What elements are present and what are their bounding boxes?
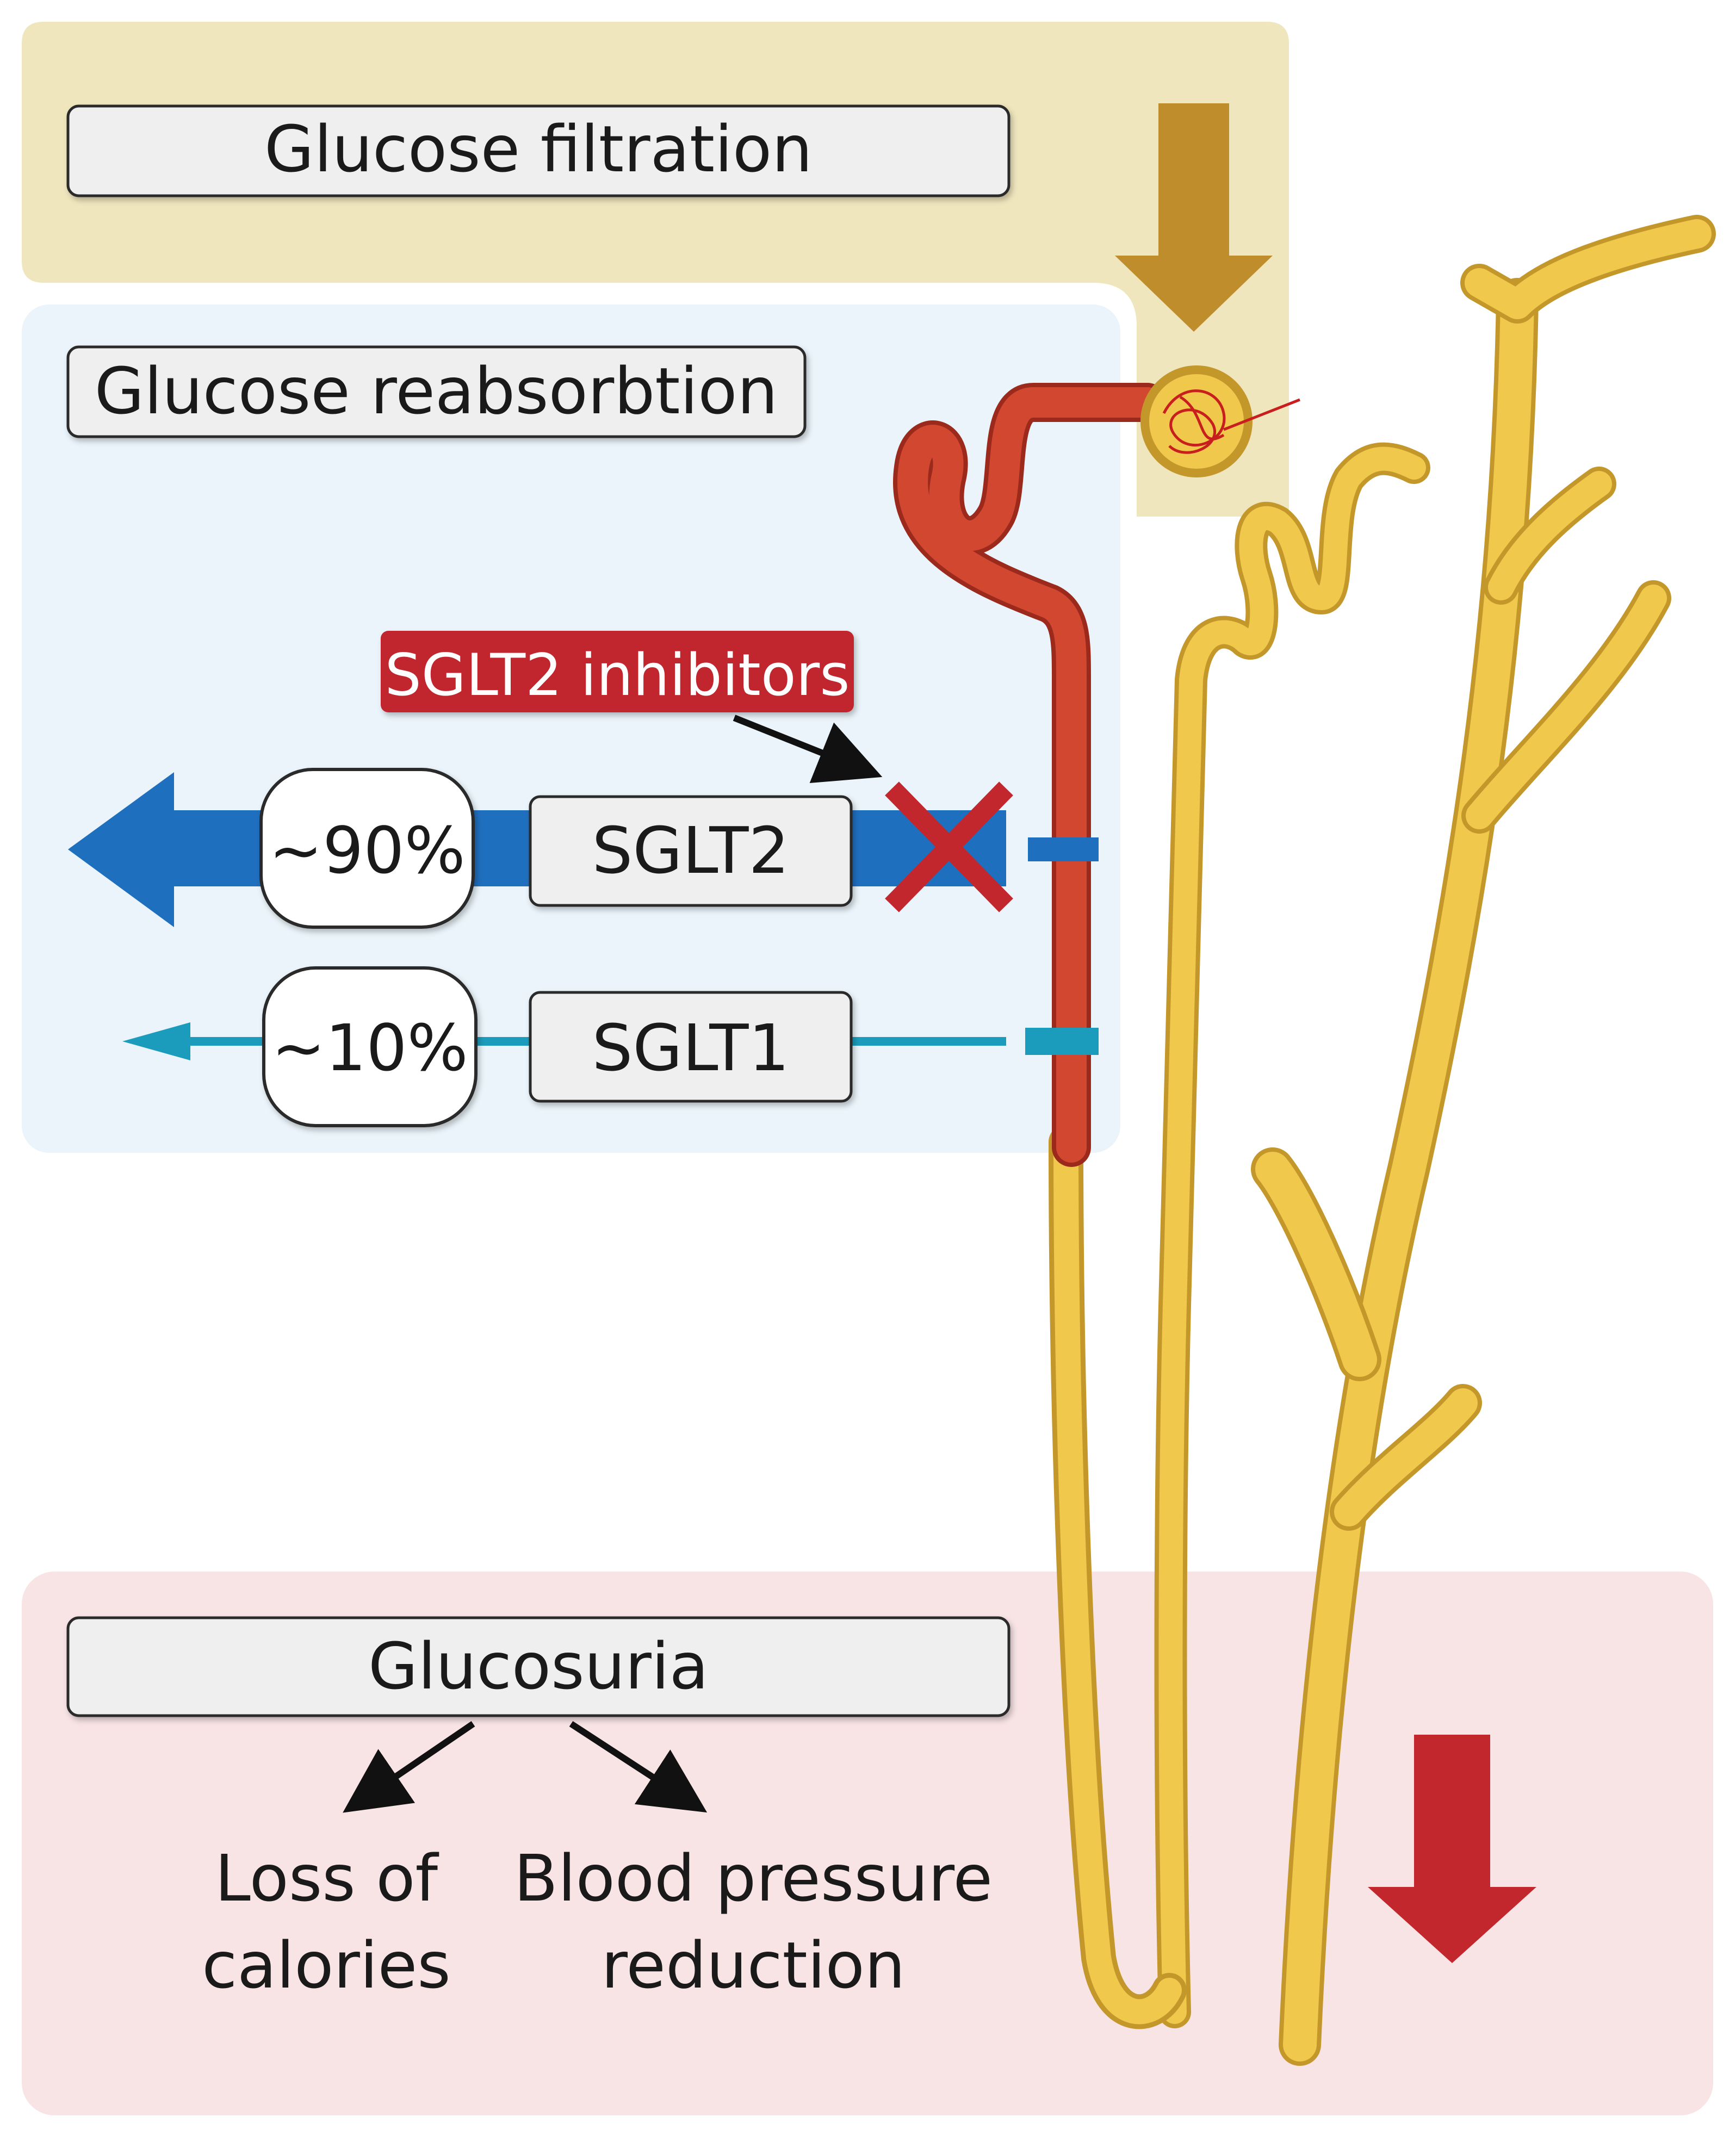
calories-effect-line2: calories <box>202 1928 451 2003</box>
glucose-reabsorption-label: Glucose reabsorbtion <box>95 353 778 429</box>
glucosuria-box <box>66 1616 1010 1717</box>
sglt1-label: SGLT1 <box>592 1010 790 1085</box>
glucosuria-label: Glucosuria <box>368 1629 709 1704</box>
collecting-duct <box>1251 215 1716 2066</box>
reabsorption-panel <box>22 305 1120 1153</box>
sglt2-inhibitors-badge <box>381 631 854 712</box>
glucose-filtration-box <box>66 104 1010 197</box>
sglt2-box <box>529 795 853 907</box>
proximal-tubule <box>893 383 1167 1167</box>
sglt2-membrane-marker <box>1028 837 1099 861</box>
sglt2-arrowhead <box>68 772 174 927</box>
blood-pressure-arrow <box>569 1721 708 1813</box>
calories-arrow <box>343 1721 475 1813</box>
calories-effect-line1: Loss of <box>215 1841 439 1916</box>
sglt2-percent: ~90% <box>269 813 465 888</box>
inhibition-x-icon <box>885 781 1013 912</box>
glucose-reabsorption-box <box>66 345 807 438</box>
sglt1-percent-box <box>262 966 478 1127</box>
sglt2-label: SGLT2 <box>592 813 790 888</box>
blood-pressure-effect-line1: Blood pressure <box>514 1841 993 1916</box>
glucose-filtration-label: Glucose filtration <box>264 111 813 187</box>
sglt1-pathway: ~10% SGLT1 <box>122 966 1099 1127</box>
sglt2-pathway: ~90% SGLT2 <box>68 768 1099 929</box>
sglt1-membrane-marker <box>1025 1028 1099 1055</box>
blood-pressure-effect-line2: reduction <box>601 1928 905 2003</box>
inhibitor-pointer-arrow <box>733 715 883 784</box>
glomerulus <box>1140 365 1300 477</box>
sglt2-percent-box <box>259 768 475 929</box>
loop-of-henle <box>1049 442 1430 2029</box>
reduction-arrow <box>1368 1735 1536 1963</box>
sglt1-percent: ~10% <box>271 1010 468 1085</box>
sglt2-inhibitors-label: SGLT2 inhibitors <box>385 642 850 709</box>
sglt1-box <box>529 991 853 1103</box>
filtration-arrow <box>1115 103 1273 332</box>
sglt1-arrowhead <box>122 1022 190 1060</box>
